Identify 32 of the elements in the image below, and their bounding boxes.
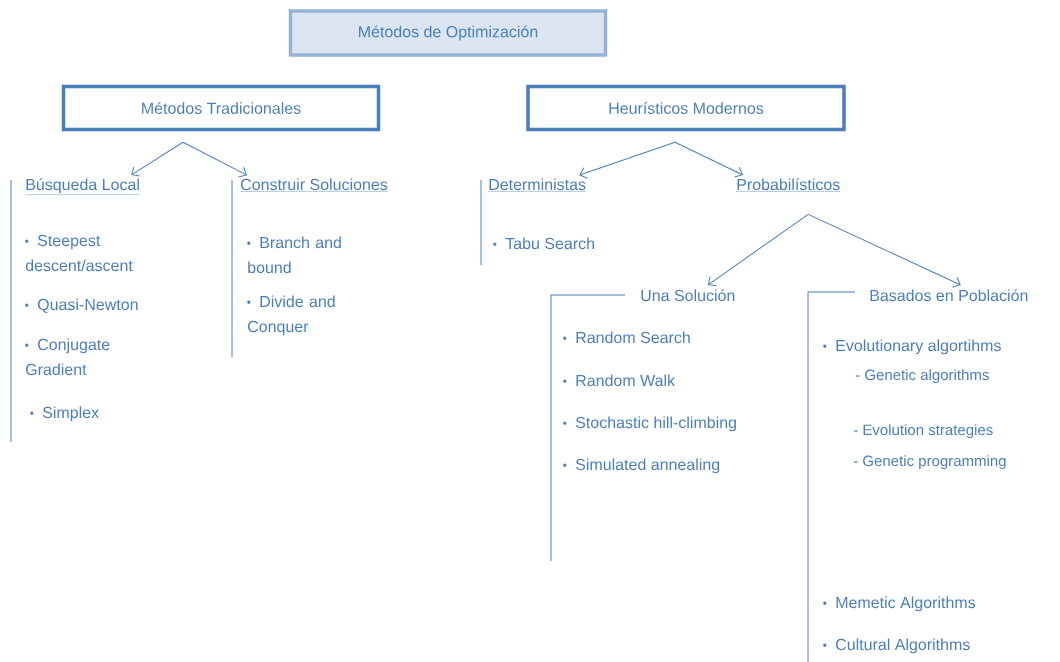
list-item: - Genetic algorithms xyxy=(855,369,989,384)
bullet-item: Quasi-Newton xyxy=(25,298,138,313)
underlined-heading: Deterministas xyxy=(488,178,587,192)
bullet-item: Cultural Algorithms xyxy=(823,638,970,654)
bullet-item: Branch and bound xyxy=(247,236,341,274)
bullet-item: Random Walk xyxy=(563,374,676,387)
list-item: - Genetic programming xyxy=(853,455,1006,470)
underlined-heading: Probabilísticos xyxy=(736,178,841,192)
bullet-item: Divide and Conquer xyxy=(247,295,335,336)
bullet-item: Evolutionary algortihms xyxy=(823,339,1001,355)
arrow xyxy=(707,213,809,287)
underlined-heading: Construir Soluciones xyxy=(240,178,389,192)
category-box: Heurísticos Modernos xyxy=(526,84,846,132)
category-box: Métodos Tradicionales xyxy=(61,84,381,132)
arrow xyxy=(182,141,247,178)
bullet-item: Random Search xyxy=(563,331,690,344)
bullet-item: Steepest descent/ascent xyxy=(25,234,133,272)
arrow xyxy=(131,141,184,177)
bullet-item: Memetic Algorithms xyxy=(823,596,976,612)
subheading: Basados en Población xyxy=(870,289,1028,302)
arrow xyxy=(579,141,676,179)
bullet-item: Simulated annealing xyxy=(563,458,720,474)
underlined-heading: Búsqueda Local xyxy=(25,178,141,195)
bullet-item: Stochastic hill-climbing xyxy=(563,416,736,432)
bullet-item: Conjugate Gradient xyxy=(25,338,110,376)
list-item: - Evolution strategies xyxy=(853,424,993,439)
arrow xyxy=(807,213,961,288)
bullet-item: Simplex xyxy=(30,406,99,422)
bullet-item: Tabu Search xyxy=(493,237,594,250)
subheading: Una Solución xyxy=(641,289,735,302)
title-box: Métodos de Optimización xyxy=(288,9,608,57)
arrow xyxy=(674,141,743,178)
